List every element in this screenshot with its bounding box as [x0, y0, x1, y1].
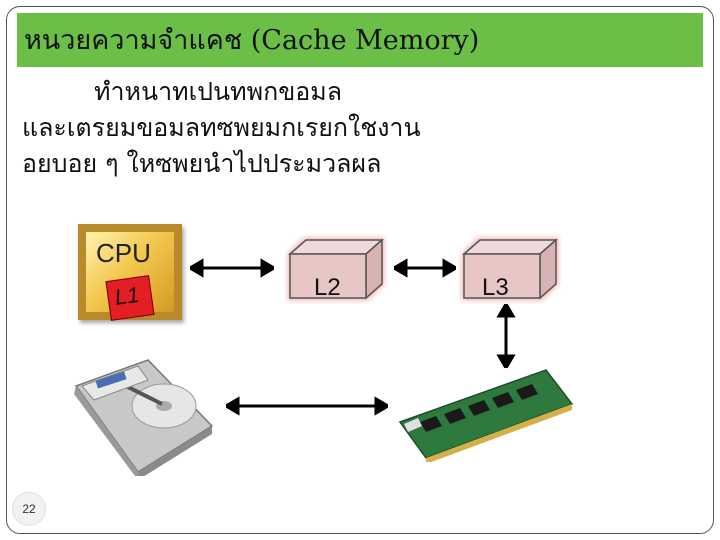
l2-cache-box: L2	[284, 234, 388, 304]
slide-title: หนวยความจำแคช (Cache Memory)	[24, 25, 480, 56]
l1-chip: L1	[105, 275, 155, 321]
double-arrow-icon	[223, 396, 391, 420]
hard-disk-icon	[66, 356, 216, 476]
title-bar	[17, 13, 703, 67]
l3-cache-box: L3	[458, 234, 562, 304]
body-text: ทำหนาทเปนทพกขอมล และเตรยมขอมลทซพยมกเรยกใ…	[22, 74, 642, 182]
cpu-label: CPU	[96, 238, 151, 268]
l2-label: L2	[314, 274, 341, 301]
body-line-2: และเตรยมขอมลทซพยมกเรยกใชงาน	[22, 113, 421, 142]
cpu-icon: CPU L1	[78, 224, 182, 321]
body-line-1: ทำหนาทเปนทพกขอมล	[94, 77, 343, 106]
double-arrow-icon	[187, 258, 277, 282]
l3-label: L3	[482, 274, 509, 301]
double-arrow-icon	[391, 258, 459, 282]
ram-module-icon	[396, 366, 576, 462]
double-arrow-icon	[496, 301, 516, 372]
l1-label: L1	[113, 281, 141, 310]
body-line-3: อยบอย ๆ ใหซพยนำไปประมวลผล	[22, 149, 382, 178]
slide-frame	[6, 6, 714, 534]
page-number: 22	[12, 492, 46, 526]
